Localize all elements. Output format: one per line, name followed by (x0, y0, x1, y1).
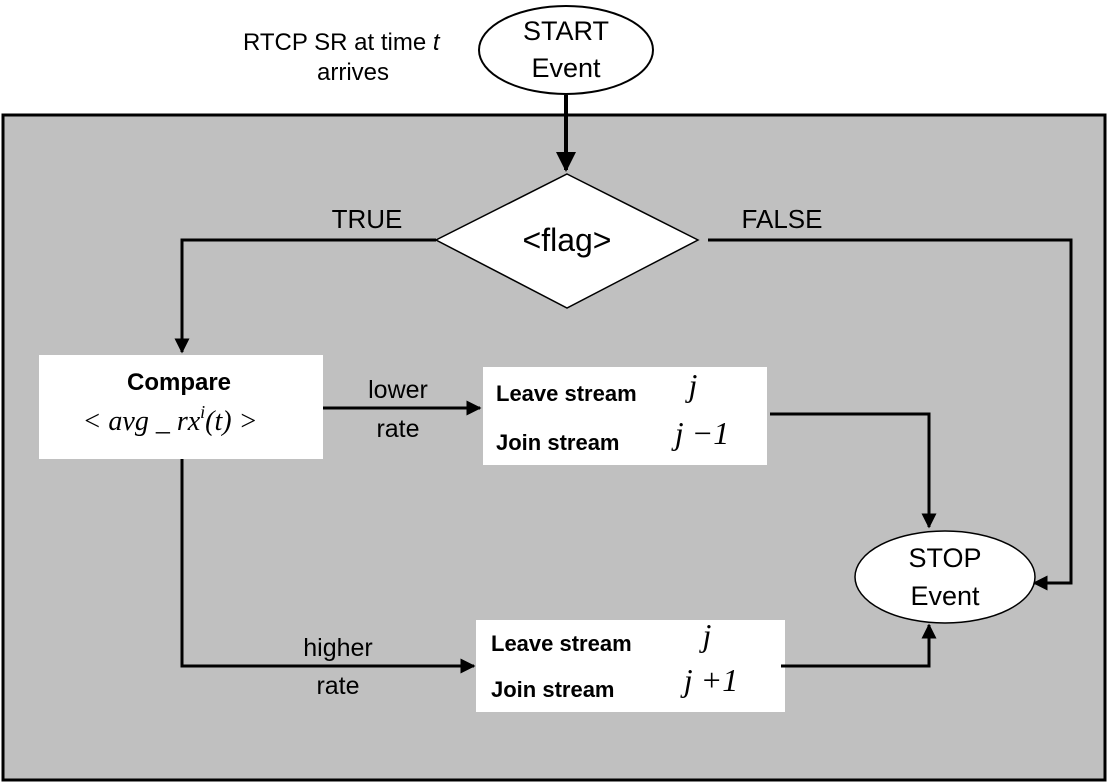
true-branch-label: TRUE (332, 204, 403, 234)
lower-rate-action-box (483, 367, 767, 465)
higher-rate-arrow (180, 459, 476, 674)
start-node-line1: START (523, 16, 609, 46)
stop-node-line1: STOP (908, 543, 981, 573)
lower-to-stop-arrow (770, 412, 937, 529)
lower-leave-label: Leave stream (496, 381, 637, 406)
trigger-text-line2: arrives (317, 59, 389, 86)
lower-join-value: j −1 (671, 415, 729, 451)
stop-node-line2: Event (910, 581, 980, 611)
higher-to-stop-arrow (781, 623, 937, 668)
trigger-text-line1: RTCP SR at time t (243, 29, 441, 56)
lower-join-label: Join stream (496, 430, 620, 455)
start-node-line2: Event (531, 53, 601, 83)
false-branch-label: FALSE (742, 204, 823, 234)
false-branch-arrow (708, 238, 1073, 591)
compare-title: Compare (127, 369, 231, 396)
higher-rate-label-line1: higher (303, 634, 373, 662)
higher-leave-label: Leave stream (491, 631, 632, 656)
true-branch-arrow (174, 238, 436, 354)
flag-decision-label: <flag> (523, 222, 612, 258)
lower-leave-value: j (685, 367, 698, 403)
higher-rate-action-box (476, 620, 785, 712)
start-event-node (478, 5, 654, 95)
higher-leave-value: j (699, 617, 712, 653)
flag-decision-node (434, 173, 700, 309)
stop-event-node (854, 530, 1036, 624)
compare-box (39, 355, 323, 459)
lower-rate-label-line1: lower (368, 376, 428, 404)
higher-join-value: j +1 (680, 662, 738, 698)
higher-join-label: Join stream (491, 677, 615, 702)
lower-rate-label-line2: rate (376, 415, 419, 443)
compare-formula: < avg _ rxi(t) > (83, 402, 258, 437)
higher-rate-label-line2: rate (316, 672, 359, 700)
